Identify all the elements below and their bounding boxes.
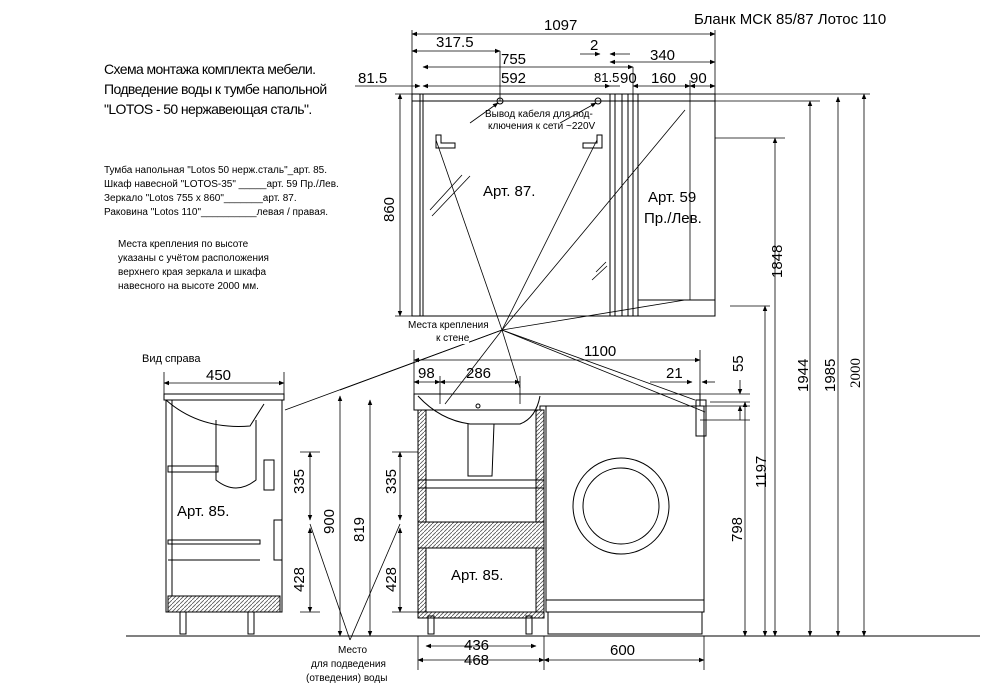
label-art85-front: Арт. 85. [451,567,504,584]
dim-1097: 1097 [544,17,578,34]
dim-1100: 1100 [584,343,617,360]
front-view-dims [309,350,715,670]
dim-436: 436 [464,637,490,654]
dim-335-front: 335 [383,468,400,494]
dim-819: 819 [351,516,368,542]
dim-98: 98 [418,365,435,382]
dim-335-side: 335 [291,468,308,494]
dim-81-5-right: 81.5 [594,70,620,85]
label-art87: Арт. 87. [483,183,536,200]
dim-755: 755 [501,51,527,68]
note-line-4: навесного на высоте 2000 мм. [118,281,259,292]
dim-1848: 1848 [769,244,786,278]
dim-1944: 1944 [795,358,812,392]
parts-line-2: Шкаф навесной "LOTOS-35" _____арт. 59 Пр… [104,179,339,190]
mirror-outline [411,93,716,317]
water-note-line1: Место [338,645,368,656]
dim-600: 600 [610,642,636,659]
dim-450: 450 [206,367,232,384]
note-line-3: верхнего края зеркала и шкафа [118,267,267,278]
intro-line-3: "LOTOS - 50 нержавеющая сталь". [104,101,312,117]
dim-286: 286 [466,365,492,382]
side-view-dims [163,372,373,637]
parts-line-4: Раковина "Lotos 110"__________левая / пр… [104,207,329,218]
label-art59-line2: Пр./Лев. [644,210,702,227]
dim-90-a: 90 [620,70,637,87]
mirror-cabinet-drawing [411,93,716,317]
parts-line-1: Тумба напольная "Lotos 50 нерж.сталь"_ар… [104,165,328,176]
dim-90-b: 90 [690,70,707,87]
dim-1197: 1197 [753,455,770,488]
height-dimensions [700,93,870,637]
label-side-view: Вид справа [142,353,201,365]
dim-592: 592 [501,70,527,87]
parts-line-3: Зеркало "Lotos 755 x 860"_______арт. 87. [104,193,297,204]
water-note-line3: (отведения) воды [306,673,388,684]
dim-2000: 2000 [848,358,864,388]
water-note-line2: для подведения [311,659,386,670]
intro-line-1: Схема монтажа комплекта мебели. [104,61,316,77]
dim-428-side: 428 [291,566,308,592]
leader-lines [284,102,706,413]
label-art85-side: Арт. 85. [177,503,230,520]
top-dimensions [355,30,716,317]
dim-1985: 1985 [822,358,839,392]
cable-note-line2: ключения к сети ~220V [488,121,596,132]
note-line-2: указаны с учётом расположения [118,253,269,264]
washing-machine [545,405,705,613]
dim-81-5-left: 81.5 [358,70,388,87]
dim-2: 2 [590,37,599,54]
dim-798: 798 [729,516,746,542]
dim-340: 340 [650,47,676,64]
dim-900: 900 [321,508,338,534]
side-view-cabinet [126,393,980,637]
mount-note-line2: к стене [436,333,470,344]
cable-note-line1: Вывод кабеля для под- [485,109,593,120]
mount-note-line1: Места крепления [408,320,489,331]
dim-468: 468 [464,652,490,669]
dim-317-5: 317.5 [436,34,474,51]
dim-21: 21 [666,365,683,382]
intro-line-2: Подведение воды к тумбе напольной [104,81,327,97]
dim-55: 55 [730,355,747,372]
form-title: Бланк МСК 85/87 Лотос 110 [694,11,887,28]
note-line-1: Места крепления по высоте [118,239,249,250]
dim-160: 160 [651,70,677,87]
dim-860: 860 [381,196,398,222]
label-art59-line1: Арт. 59 [648,189,697,206]
dim-428-front: 428 [383,566,400,592]
front-view-sink-cabinet [413,393,707,635]
